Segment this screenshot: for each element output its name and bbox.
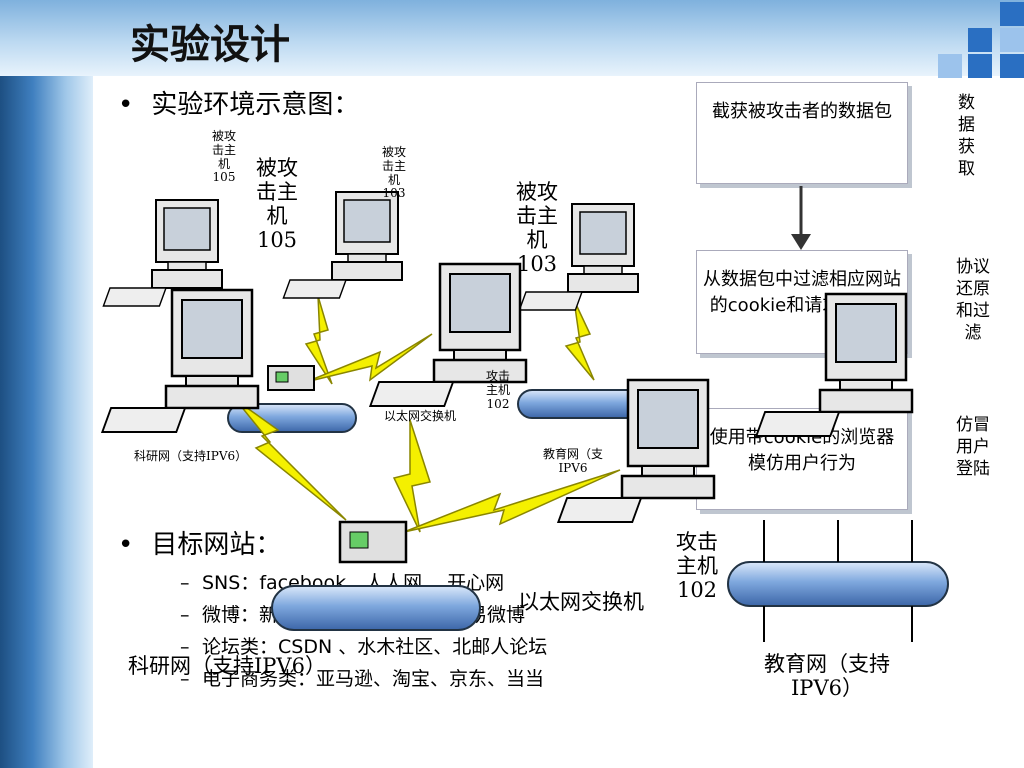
- attacker-102-label-small: 攻击 主机 102: [486, 369, 511, 411]
- switch-label-small: 以太网交换机: [384, 409, 457, 423]
- side-label-filter: 协议 还原 和过 滤: [956, 257, 990, 344]
- bullet-env-text: 实验环境示意图：: [151, 90, 360, 120]
- router-switch-large: [338, 520, 408, 564]
- bullet-target-text: 目标网站：: [151, 530, 282, 560]
- lightning-links: [235, 295, 621, 533]
- keyan-label-small: 科研网（支持IPV6）: [134, 449, 248, 463]
- keyan-label-large: 科研网（支持IPV6）: [128, 654, 326, 678]
- flow-box-capture: 截获被攻击者的数据包: [696, 82, 908, 184]
- computer-icon: [755, 292, 914, 438]
- sub-item: –电子商务类：亚马逊、淘宝、京东、当当: [180, 668, 545, 690]
- network-pipe-jiaoyu-large: [727, 520, 949, 642]
- attacker-102-label-large: 攻击 主机 102: [676, 530, 718, 603]
- slide-title: 实验设计: [130, 22, 290, 68]
- side-label-capture: 数 据 获 取: [958, 93, 975, 180]
- jiaoyu-label-small: 教育网（支 IPV6: [543, 447, 604, 475]
- router-switch-small: [267, 365, 315, 391]
- jiaoyu-label-large: 教育网（支持 IPV6）: [764, 652, 890, 701]
- top-decor-band: [0, 0, 1024, 76]
- computer-icon: [282, 191, 403, 299]
- network-pipe-keyan-large: [271, 585, 481, 631]
- victim-103-label-small: 被攻 击主 机 103: [382, 145, 407, 201]
- flow-box-impersonate: 使用带cookie的浏览器模仿用户行为: [696, 408, 908, 510]
- switch-label-large: 以太网交换机: [518, 590, 644, 614]
- side-label-impersonate: 仿冒 用户 登陆: [956, 415, 990, 480]
- victim-103-label-large: 被攻 击主 机 103: [516, 180, 558, 277]
- left-decor-band: [0, 0, 93, 768]
- victim-105-label-small: 被攻 击主 机 105: [212, 129, 237, 185]
- bullet-target: •目标网站：: [118, 530, 282, 560]
- bullet-env: •实验环境示意图：: [118, 90, 360, 120]
- sub-item: –论坛类：CSDN 、水木社区、北邮人论坛: [180, 636, 548, 658]
- victim-105-label-large: 被攻 击主 机 105: [256, 156, 298, 253]
